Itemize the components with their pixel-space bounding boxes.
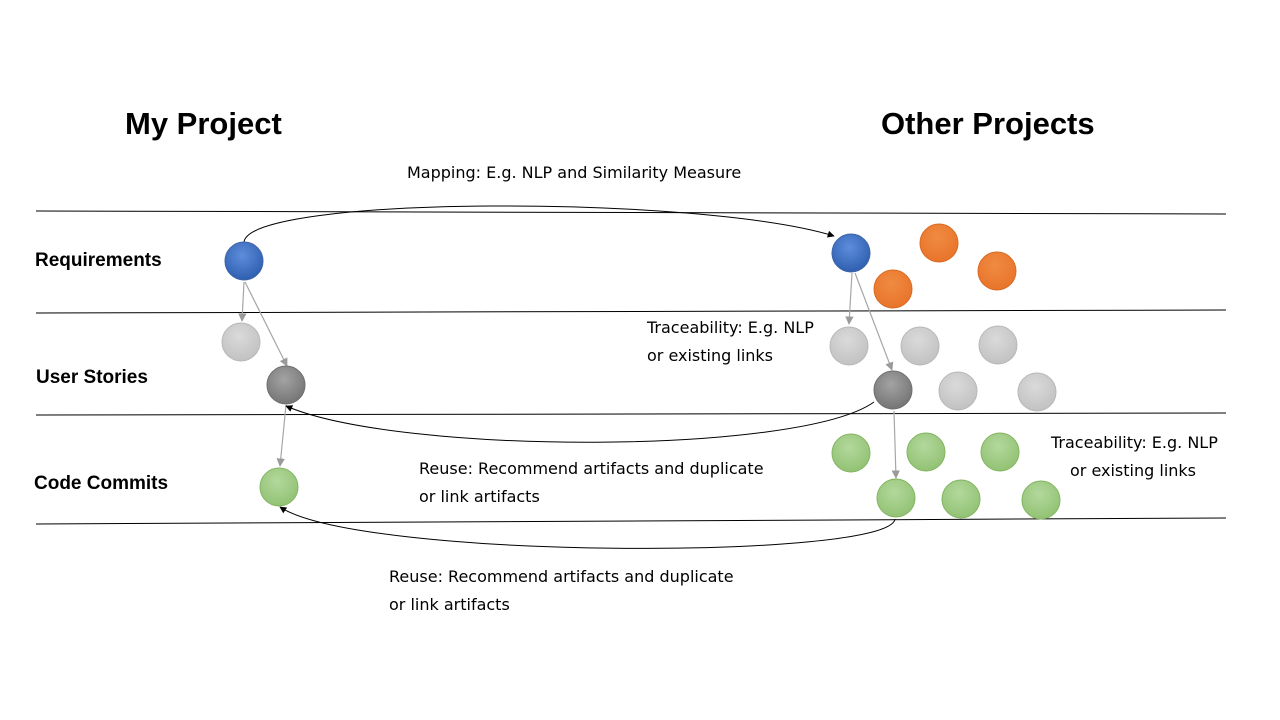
- other-user-story-selected-node: [873, 370, 913, 410]
- lane-line-top: [35, 210, 1227, 215]
- other-code-commit-node: [941, 479, 981, 519]
- traceability-annotation-line: or existing links: [647, 346, 773, 365]
- reuse-annotation-line: or link artifacts: [389, 595, 510, 614]
- mapping-annotation-text: Mapping: E.g. NLP and Similarity Measure: [407, 163, 742, 182]
- other-user-story-node: [938, 371, 978, 411]
- reuse-annotation-line: or link artifacts: [419, 487, 540, 506]
- other-user-story-node: [978, 325, 1018, 365]
- other-user-story-node: [900, 326, 940, 366]
- my-requirement-node: [224, 241, 264, 281]
- trace-arrow-my-req-to-story-a: [238, 281, 247, 322]
- row-label-code-commits: Code Commits: [34, 473, 169, 494]
- my-user-story-node: [221, 322, 261, 362]
- lane-line-user-stories-bottom: [35, 412, 1227, 416]
- traceability-annotation-left: Traceability: E.g. NLP or existing links: [647, 314, 814, 370]
- my-user-story-selected-node: [266, 365, 306, 405]
- row-label-requirements: Requirements: [35, 250, 162, 271]
- my-project-title: My Project: [125, 106, 282, 141]
- lane-line-requirements-bottom: [35, 309, 1227, 314]
- reuse-annotation-upper: Reuse: Recommend artifacts and duplicate…: [419, 455, 764, 511]
- other-code-commit-node: [980, 432, 1020, 472]
- other-user-story-node: [1017, 372, 1057, 412]
- trace-arrow-my-req-to-story-b: [244, 281, 288, 367]
- reuse-arrow-user-stories: [285, 401, 875, 443]
- other-requirement-node: [873, 269, 913, 309]
- row-label-user-stories: User Stories: [36, 367, 148, 388]
- traceability-annotation-line: Traceability: E.g. NLP: [1051, 433, 1218, 452]
- mapping-annotation: Mapping: E.g. NLP and Similarity Measure: [407, 159, 741, 187]
- trace-arrow-other-story-to-commit: [891, 410, 900, 479]
- other-projects-title: Other Projects: [881, 106, 1095, 141]
- traceability-annotation-line: or existing links: [1070, 461, 1196, 480]
- my-code-commit-node: [259, 467, 299, 507]
- other-requirement-node-mapped: [831, 233, 871, 273]
- other-code-commit-node: [831, 433, 871, 473]
- reuse-annotation-line: Reuse: Recommend artifacts and duplicate: [419, 459, 764, 478]
- other-code-commit-node: [1021, 480, 1061, 520]
- reuse-arrow-code-commits: [279, 506, 896, 549]
- other-user-story-node: [829, 326, 869, 366]
- traceability-annotation-line: Traceability: E.g. NLP: [647, 318, 814, 337]
- mapping-arrow: [243, 205, 835, 243]
- traceability-annotation-right: Traceability: E.g. NLP or existing links: [1051, 429, 1218, 485]
- trace-arrow-my-story-to-commit: [276, 404, 287, 467]
- trace-arrow-other-req-to-story-a: [845, 272, 854, 325]
- other-code-commit-node: [906, 432, 946, 472]
- reuse-annotation-line: Reuse: Recommend artifacts and duplicate: [389, 567, 734, 586]
- trace-arrow-other-req-to-story-b: [854, 272, 894, 371]
- other-requirement-node: [919, 223, 959, 263]
- reuse-annotation-lower: Reuse: Recommend artifacts and duplicate…: [389, 563, 734, 619]
- lane-line-code-commits-bottom: [35, 517, 1227, 525]
- other-requirement-node: [977, 251, 1017, 291]
- other-code-commit-node-linked: [876, 478, 916, 518]
